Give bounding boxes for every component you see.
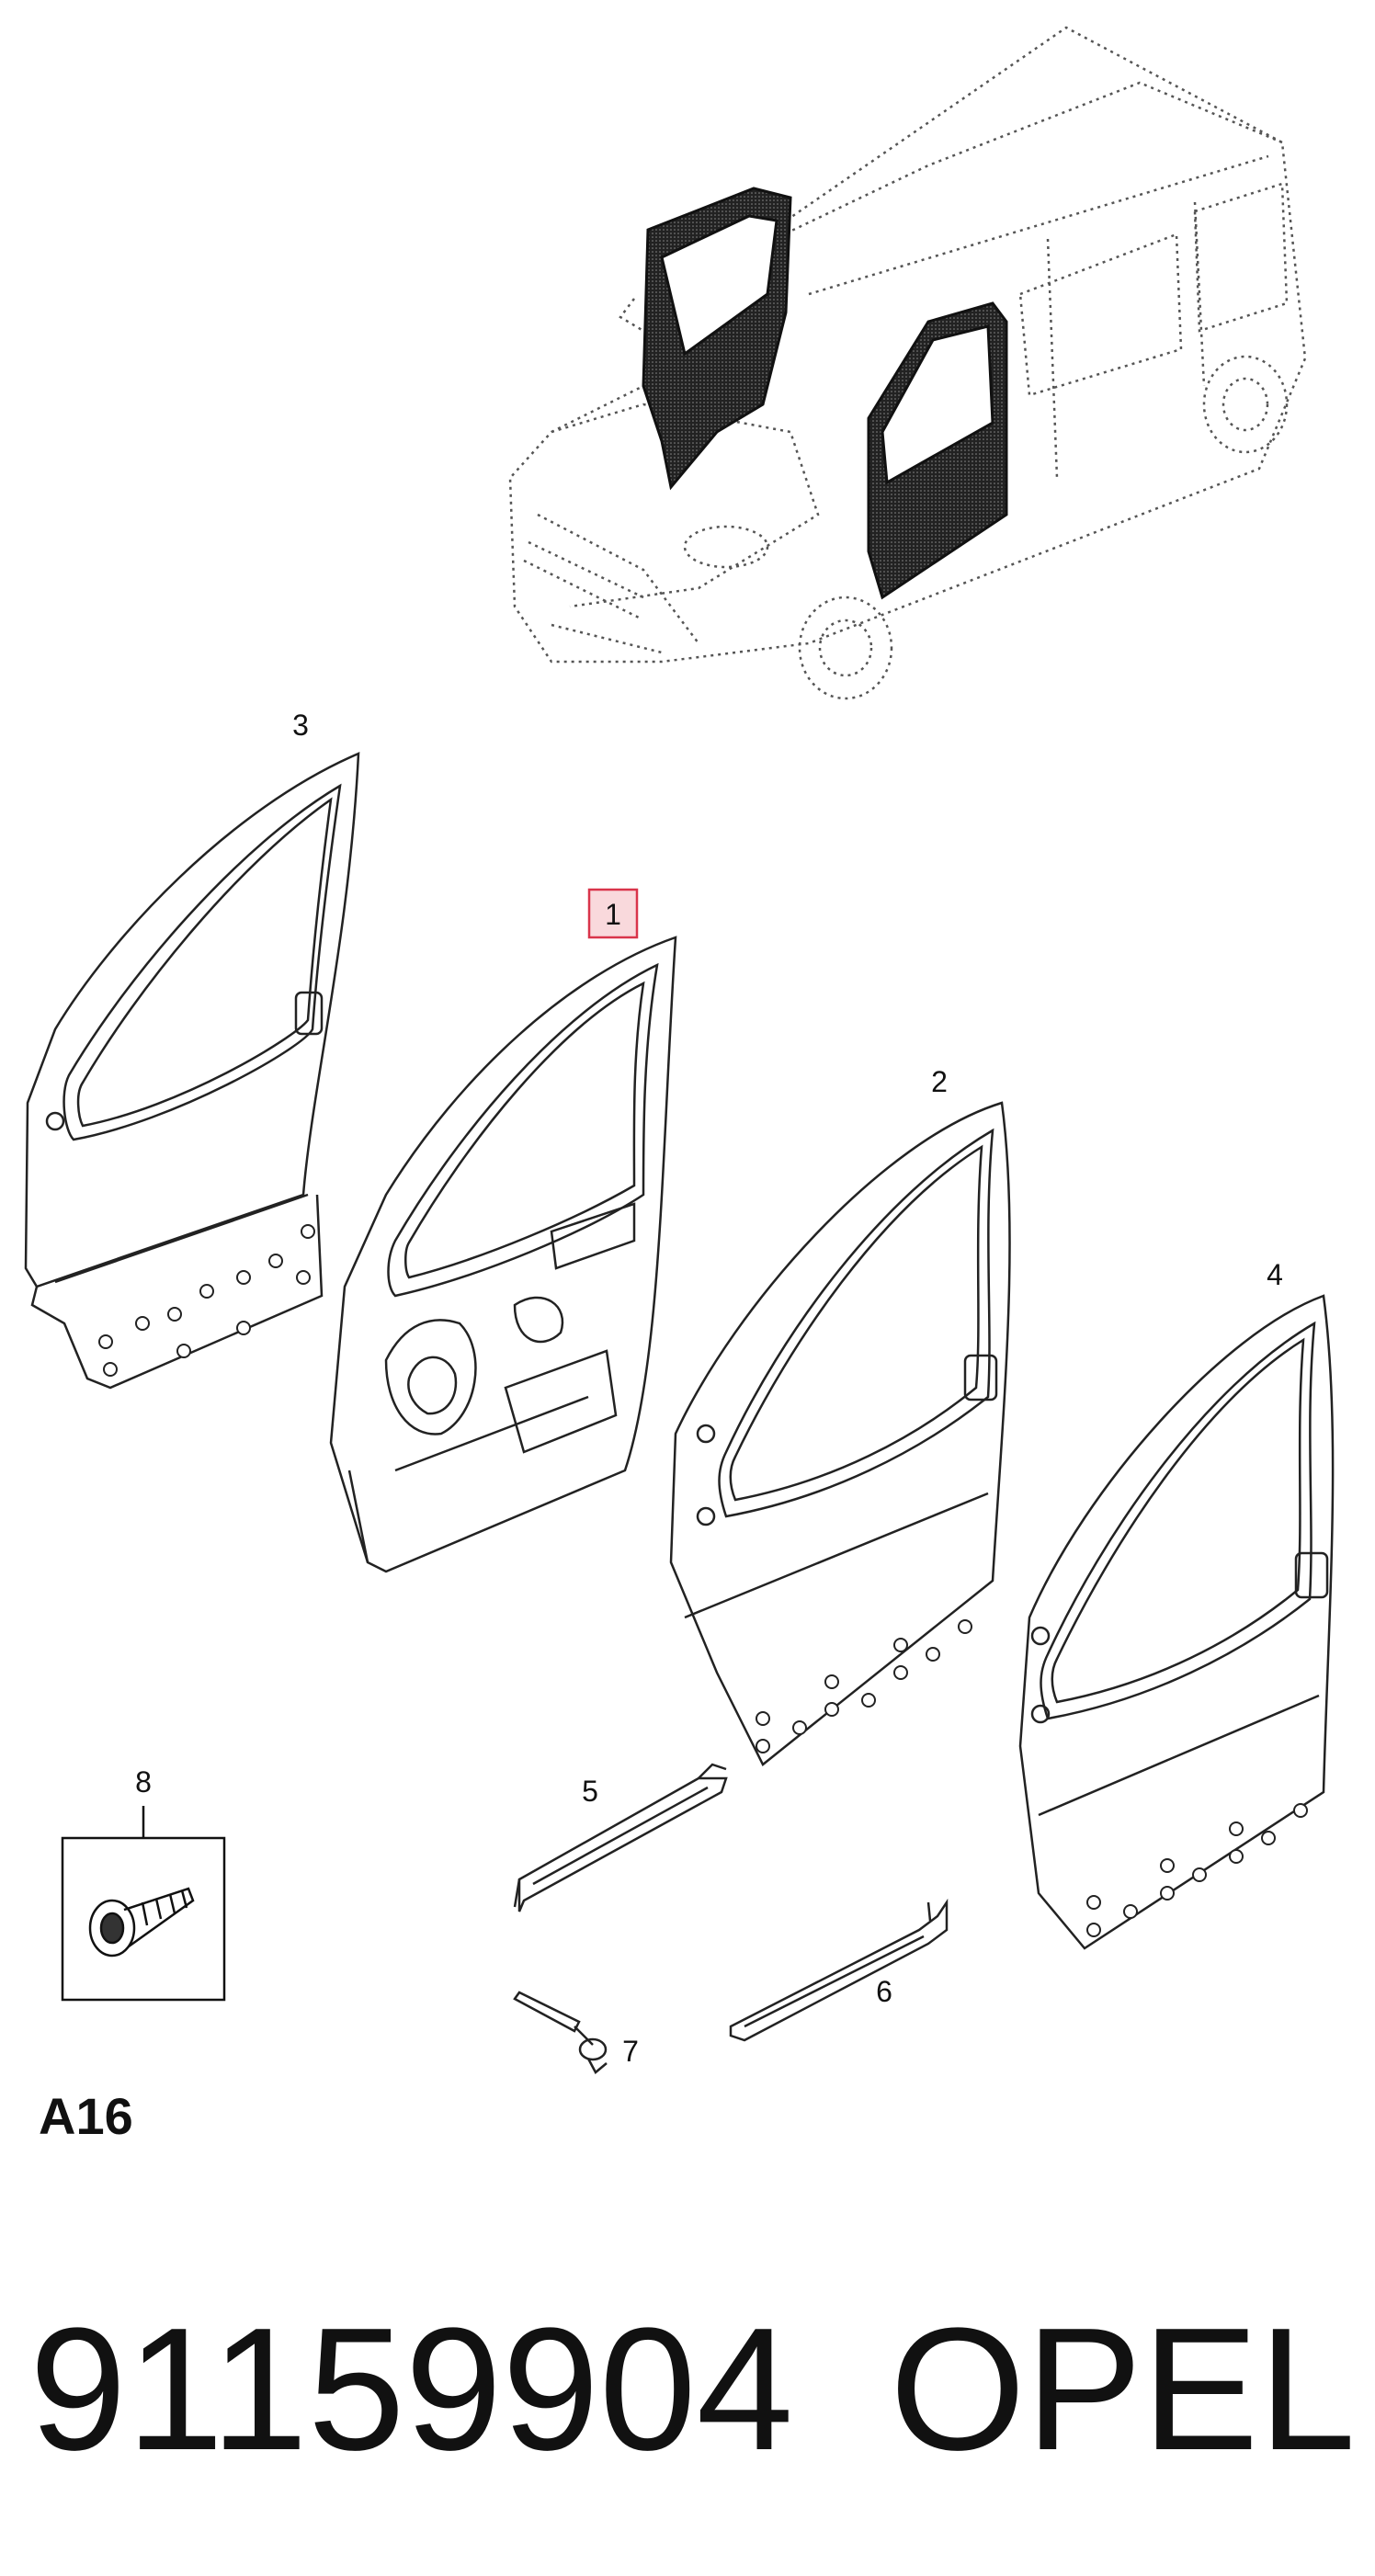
callout-8: 8 — [135, 1765, 152, 1799]
part-8-screw-detail — [61, 1836, 226, 2002]
part-5-reinforcement-strip — [513, 1763, 728, 1912]
part-2-sliding-door-panel — [669, 1101, 1011, 1766]
callout-1: 1 — [605, 898, 621, 931]
callout-5: 5 — [582, 1775, 598, 1808]
brand-name: OPEL — [890, 2292, 1356, 2487]
part-4-door-panel — [1018, 1294, 1335, 1950]
callout-2: 2 — [931, 1065, 948, 1098]
callout-1-highlight-box — [587, 888, 639, 939]
van-highlighted-doors — [642, 187, 1008, 600]
callout-4: 4 — [1267, 1258, 1283, 1291]
part-3-outer-door-panel — [24, 752, 360, 1390]
part-3-bolt-holes — [98, 1224, 315, 1377]
callout-3: 3 — [292, 709, 309, 742]
diagram-code: A16 — [39, 2087, 133, 2145]
part-2-bolt-holes — [756, 1619, 972, 1753]
callout-6: 6 — [876, 1975, 892, 2008]
part-6-reinforcement-strip — [729, 1898, 949, 2042]
part-number: 91159904 — [29, 2292, 793, 2487]
part-7-rivet — [513, 1991, 608, 2074]
van-overview-illustration — [508, 26, 1307, 700]
part-4-bolt-holes — [1086, 1803, 1308, 1937]
callout-7: 7 — [622, 2035, 639, 2068]
part-1-door-inner-frame — [329, 936, 677, 1573]
